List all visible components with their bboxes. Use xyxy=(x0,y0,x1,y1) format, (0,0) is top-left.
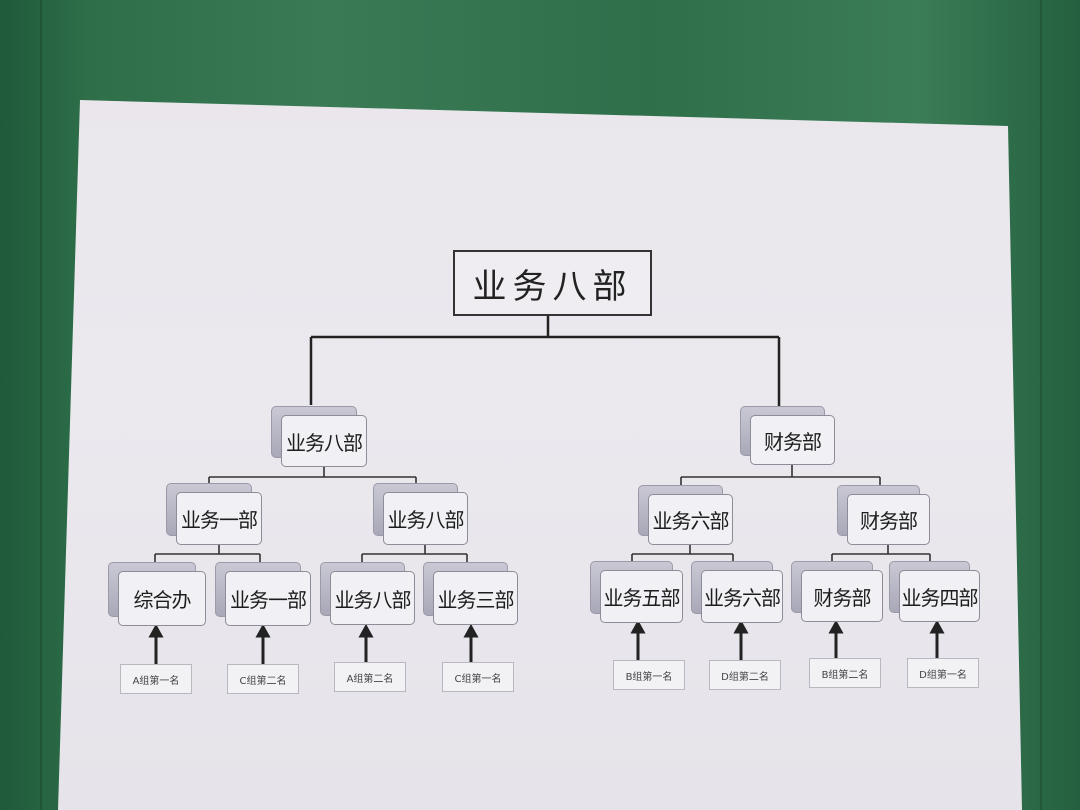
level3-node: 业务六部 xyxy=(691,561,783,623)
level2-node: 业务一部 xyxy=(166,483,262,545)
arrow xyxy=(358,623,374,662)
rank-label: B组第二名 xyxy=(809,658,881,688)
wall-seam xyxy=(1040,0,1042,810)
arrow xyxy=(255,623,271,664)
arrow xyxy=(148,623,164,664)
root-connector xyxy=(309,312,781,408)
arrow xyxy=(630,619,646,660)
arrow xyxy=(463,623,479,662)
connector xyxy=(154,545,261,562)
level2-node: 财务部 xyxy=(837,485,930,545)
level3-node: 业务一部 xyxy=(215,562,311,626)
level3-node: 业务八部 xyxy=(320,562,415,625)
root-node: 业务八部 xyxy=(453,250,652,316)
left-branch-connector xyxy=(208,467,417,483)
rank-label: B组第一名 xyxy=(613,660,685,690)
level2-node: 业务六部 xyxy=(638,485,733,545)
rank-label: C组第一名 xyxy=(442,662,514,692)
level3-node: 业务三部 xyxy=(423,562,518,625)
level3-node: 业务五部 xyxy=(590,561,683,623)
level1-node: 财务部 xyxy=(740,406,835,465)
connector xyxy=(831,545,931,562)
connector xyxy=(361,545,468,562)
connector xyxy=(631,545,734,562)
rank-label: A组第二名 xyxy=(334,662,406,692)
level3-node: 业务四部 xyxy=(889,561,980,622)
rank-label: C组第二名 xyxy=(227,664,299,694)
right-branch-connector xyxy=(680,465,881,485)
level2-node: 业务八部 xyxy=(373,483,468,545)
arrow xyxy=(929,619,945,658)
rank-label: D组第二名 xyxy=(709,660,781,690)
arrow xyxy=(733,619,749,660)
level3-node: 综合办 xyxy=(108,562,206,626)
rank-label: A组第一名 xyxy=(120,664,192,694)
arrow xyxy=(828,619,844,658)
rank-label: D组第一名 xyxy=(907,658,979,688)
level3-node: 财务部 xyxy=(791,561,883,622)
wall-seam xyxy=(40,0,42,810)
level1-node: 业务八部 xyxy=(271,406,367,467)
